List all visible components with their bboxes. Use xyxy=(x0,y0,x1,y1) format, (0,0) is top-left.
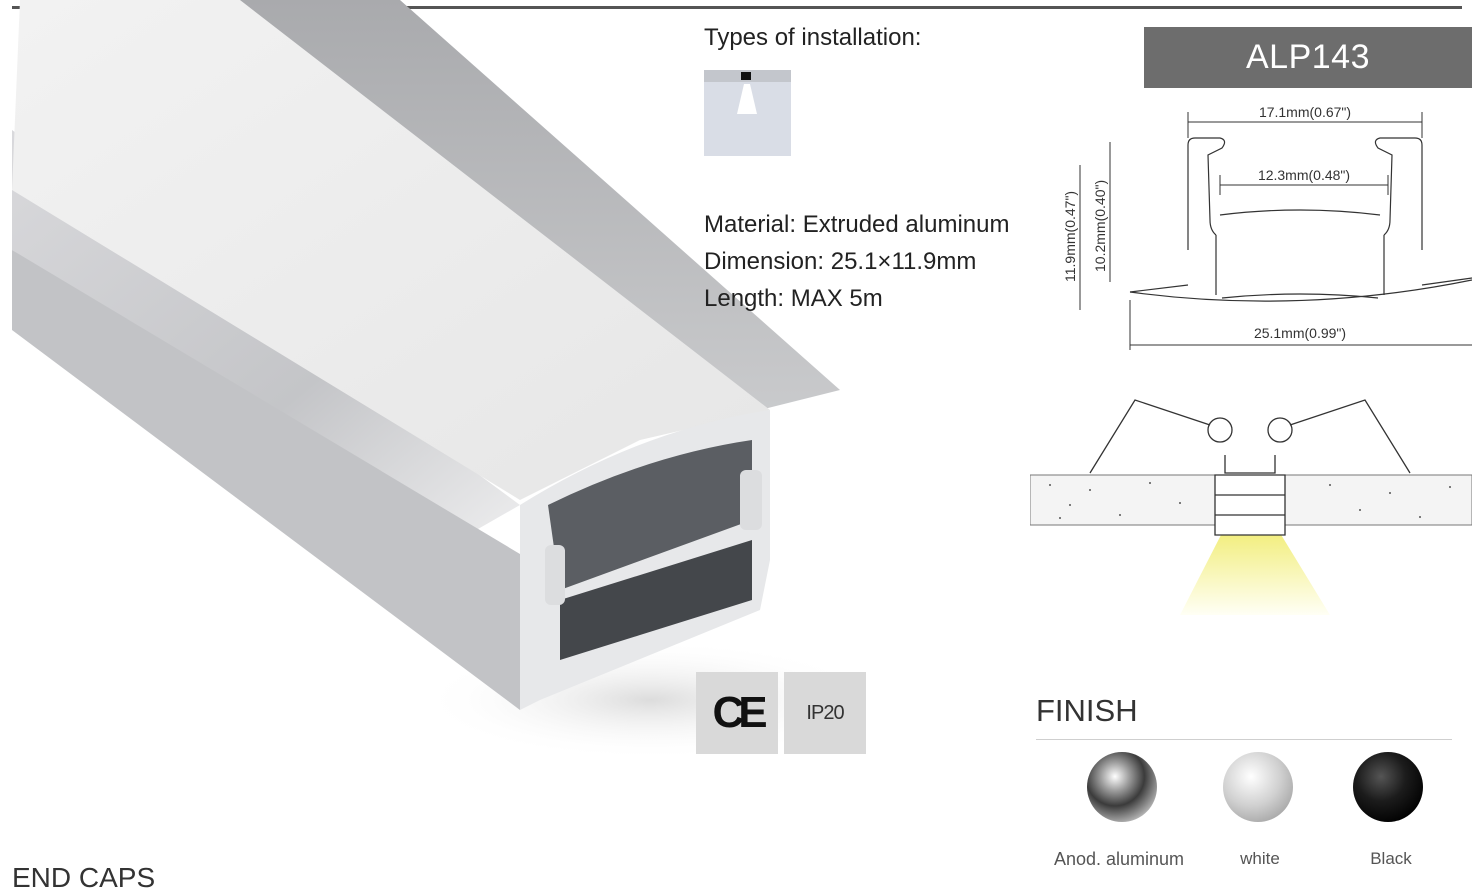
anodized-aluminum-swatch xyxy=(1087,752,1157,822)
top-rule xyxy=(12,6,1462,9)
ip20-mark: IP20 xyxy=(806,701,844,724)
spec-list: Material: Extruded aluminum Dimension: 2… xyxy=(704,206,1009,317)
finish-title: FINISH xyxy=(1036,693,1138,728)
total-height-label: 11.9mm(0.47") xyxy=(1062,191,1078,282)
finish-divider xyxy=(1036,739,1452,740)
end-caps-heading: END CAPS xyxy=(12,862,156,893)
installation-title: Types of installation: xyxy=(704,24,922,51)
inner-height-label: 10.2mm(0.40") xyxy=(1092,180,1108,272)
recessed-installation-icon xyxy=(704,70,791,156)
bottom-width-label: 25.1mm(0.99") xyxy=(1254,325,1346,341)
finish-label-black: Black xyxy=(1370,849,1412,868)
finish-label-white: white xyxy=(1240,849,1280,868)
ip20-badge: IP20 xyxy=(784,672,866,754)
spec-material: Material: Extruded aluminum xyxy=(704,211,1010,238)
spec-dimension: Dimension: 25.1×11.9mm xyxy=(704,248,977,275)
model-label: ALP143 xyxy=(1144,27,1472,88)
installation-drawing xyxy=(1030,399,1472,615)
top-width-label: 17.1mm(0.67") xyxy=(1259,104,1351,120)
finish-label-anodized: Anod. aluminum xyxy=(1053,849,1185,869)
white-swatch xyxy=(1223,752,1293,822)
cross-section-drawing: 17.1mm(0.67") 12.3mm(0.48") 25.1mm(0.99"… xyxy=(1062,104,1472,350)
ce-badge: CE xyxy=(696,672,778,754)
spec-length: Length: MAX 5m xyxy=(704,285,883,312)
ce-mark: CE xyxy=(712,688,767,737)
black-swatch xyxy=(1353,752,1423,822)
product-image xyxy=(12,0,880,760)
inner-width-label: 12.3mm(0.48") xyxy=(1258,167,1350,183)
